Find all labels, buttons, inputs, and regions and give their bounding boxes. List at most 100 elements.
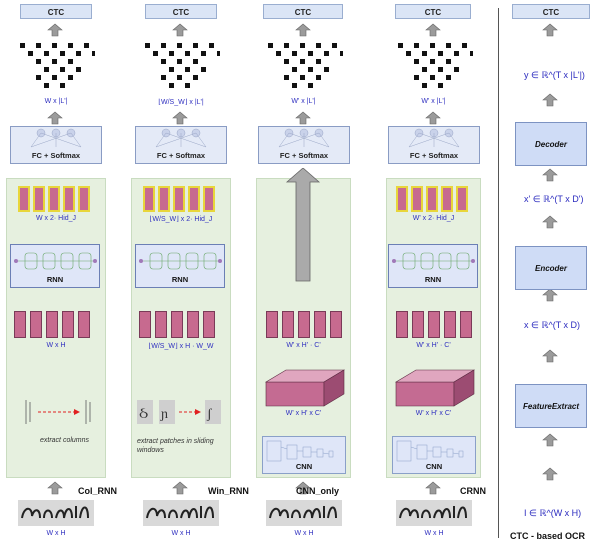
rnn-cells-icon <box>14 252 97 270</box>
feature-block <box>155 311 167 338</box>
input-word-image <box>18 500 94 526</box>
fc-softmax-box: FC + Softmax <box>258 126 350 164</box>
win-rnn-note: extract patches in sliding windows <box>137 438 214 454</box>
fc-softmax-label: FC + Softmax <box>31 151 81 160</box>
feature-block <box>139 311 151 338</box>
fc-softmax-box: FC + Softmax <box>135 126 227 164</box>
fc-softmax-label: FC + Softmax <box>156 151 206 160</box>
feature-block <box>396 186 408 212</box>
rnn-label: RNN <box>46 275 64 284</box>
arrow-icon <box>47 23 63 37</box>
feature-block <box>62 311 74 338</box>
feature-block <box>78 186 90 212</box>
arrow-icon <box>295 111 311 125</box>
arrow-icon <box>425 481 441 495</box>
feature-block <box>46 311 58 338</box>
crnn-label: CRNN <box>460 486 486 496</box>
feature-tensor-icon <box>394 369 476 407</box>
rnn-box: RNN <box>135 244 225 288</box>
arrow-icon <box>542 23 558 37</box>
feature-block <box>18 186 30 212</box>
window-extraction-icon: ઠ ɲ ʃ <box>137 400 221 424</box>
large-arrow-icon <box>285 168 321 282</box>
feature-block <box>173 186 185 212</box>
arrow-icon <box>172 481 188 495</box>
ctc-box: CTC <box>512 4 590 19</box>
feature-block <box>143 186 155 212</box>
feature-block <box>48 186 60 212</box>
feature-block <box>282 311 294 338</box>
cnn-only-feature-dims: W' x H' · C' <box>286 342 321 349</box>
feature-block <box>456 186 468 212</box>
network-icon <box>408 128 460 148</box>
feature-block <box>188 186 200 212</box>
input-word-image <box>396 500 472 526</box>
feature-block <box>203 311 215 338</box>
cnn-label: CNN <box>295 462 313 471</box>
rnn-cells-icon <box>392 252 475 270</box>
ctc-box: CTC <box>263 4 343 19</box>
input-dims: W x H <box>171 530 191 537</box>
fc-softmax-box: FC + Softmax <box>10 126 102 164</box>
fc-softmax-box: FC + Softmax <box>388 126 480 164</box>
feature-tensor-icon <box>264 369 346 407</box>
col-rnn-label: Col_RNN <box>78 486 118 496</box>
svg-text:ʃ: ʃ <box>206 407 212 422</box>
crnn-output-dims: W' x |L'| <box>421 98 446 105</box>
feature-block <box>411 186 423 212</box>
feature-block <box>63 186 75 212</box>
feature-block <box>158 186 170 212</box>
win-rnn-hidden-dims: ⌊W/S_W⌋ x 2· Hid_J <box>149 216 213 223</box>
cnn-box: CNN <box>262 436 346 474</box>
rnn-label: RNN <box>171 275 189 284</box>
col-rnn-feature-dims: W x H <box>46 342 66 349</box>
input-dims: W x H <box>294 530 314 537</box>
col-rnn-note: extract columns <box>40 437 90 444</box>
arrow-icon <box>425 23 441 37</box>
i-formula: I ∈ ℝ^(W x H) <box>524 508 582 518</box>
handwriting-image <box>399 506 467 519</box>
arrow-icon <box>542 215 558 229</box>
cnn-only-output-dims: W' x |L'| <box>291 98 316 105</box>
col-rnn-output-dims: W x |L'| <box>44 98 68 105</box>
cnn-only-label: CNN_only <box>296 486 340 496</box>
output-sequence-graphics <box>20 43 473 88</box>
svg-text:ઠ: ઠ <box>139 405 148 422</box>
arrow-icon <box>542 168 558 182</box>
section-divider <box>498 8 499 538</box>
handwriting-image <box>146 506 214 519</box>
decoder-box: Decoder <box>515 122 587 166</box>
feature-block <box>298 311 310 338</box>
input-word-image <box>143 500 219 526</box>
rnn-box: RNN <box>388 244 478 288</box>
arrow-icon <box>542 349 558 363</box>
arrow-icon <box>172 111 188 125</box>
feature-block <box>266 311 278 338</box>
cnn-only-tensor-dims: W' x H' x C' <box>285 410 322 417</box>
feature-block <box>30 311 42 338</box>
arrow-icon <box>425 111 441 125</box>
feature-block <box>33 186 45 212</box>
feature-block <box>396 311 408 338</box>
feature-block <box>203 186 215 212</box>
ctc-box: CTC <box>145 4 217 19</box>
feature-block <box>460 311 472 338</box>
arrow-icon <box>47 111 63 125</box>
arrow-icon <box>542 467 558 481</box>
feature-block <box>171 311 183 338</box>
handwriting-image <box>269 506 337 519</box>
win-rnn-label: Win_RNN <box>208 486 249 496</box>
cnn-label: CNN <box>425 462 443 471</box>
win-rnn-output-dims: ⌊W/S_W⌋ x |L'| <box>158 99 204 106</box>
feature-extract-box: FeatureExtract <box>515 384 587 428</box>
arrow-icon <box>172 23 188 37</box>
arrow-icon <box>542 93 558 107</box>
generic-title: CTC - based OCR <box>510 531 586 541</box>
network-icon <box>30 128 82 148</box>
input-word-image <box>266 500 342 526</box>
feature-block <box>14 311 26 338</box>
fc-softmax-label: FC + Softmax <box>279 151 329 160</box>
crnn-hidden-dims: W' x 2· Hid_J <box>412 215 455 222</box>
cnn-layers-icon <box>266 440 334 462</box>
rnn-cells-icon <box>139 252 222 270</box>
